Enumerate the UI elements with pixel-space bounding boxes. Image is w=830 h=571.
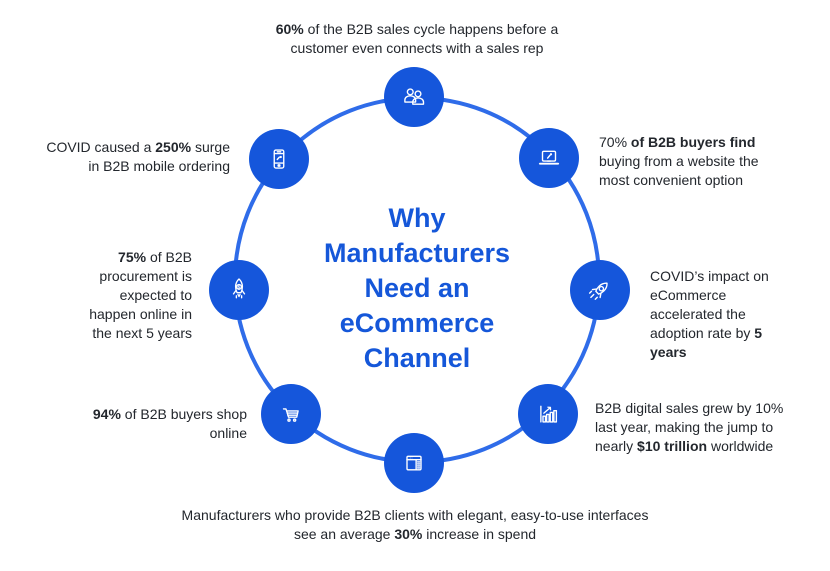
node-procurement-online: $ [209,260,269,320]
cart-icon [282,408,299,422]
stat-digital-sales-growth: B2B digital sales grew by 10% last year,… [595,400,784,454]
title-line: Manufacturers [323,238,511,268]
smartphone-icon [273,149,285,169]
node-interface-spend [384,433,444,493]
node-adoption-rate [570,260,630,320]
title-line: Need an [364,273,470,303]
node-sales-cycle [384,67,444,127]
people-icon [404,88,425,105]
node-digital-sales-growth [518,384,578,444]
rocket-dollar-icon: $ [232,278,246,299]
stat-procurement-online: 75% of B2B procurement is expected to ha… [89,249,192,341]
title-line: Channel [363,343,471,373]
stat-sales-cycle: 60% of the B2B sales cycle happens befor… [275,21,559,56]
browser-window-icon [406,455,422,471]
stat-adoption-rate: COVID’s impact on eCommerce accelerated … [650,268,769,360]
title-line: eCommerce [339,308,495,338]
node-website-convenience [519,128,579,188]
diagram-title: Why Manufacturers Need an eCommerce Chan… [287,201,547,376]
node-mobile-ordering [249,129,309,189]
stat-website-convenience: 70% of B2B buyers find buying from a web… [599,134,759,188]
stat-mobile-ordering: COVID caused a 250% surge in B2B mobile … [46,139,230,174]
bar-chart-icon [540,405,558,423]
rocket-icon [588,282,608,300]
svg-text:$: $ [238,285,241,291]
stat-interface-spend: Manufacturers who provide B2B clients wi… [181,507,649,542]
title-line: Why [388,203,446,233]
node-buyers-shop-online [261,384,321,444]
stat-buyers-shop-online: 94% of B2B buyers shop online [92,406,247,441]
laptop-icon [538,150,560,165]
